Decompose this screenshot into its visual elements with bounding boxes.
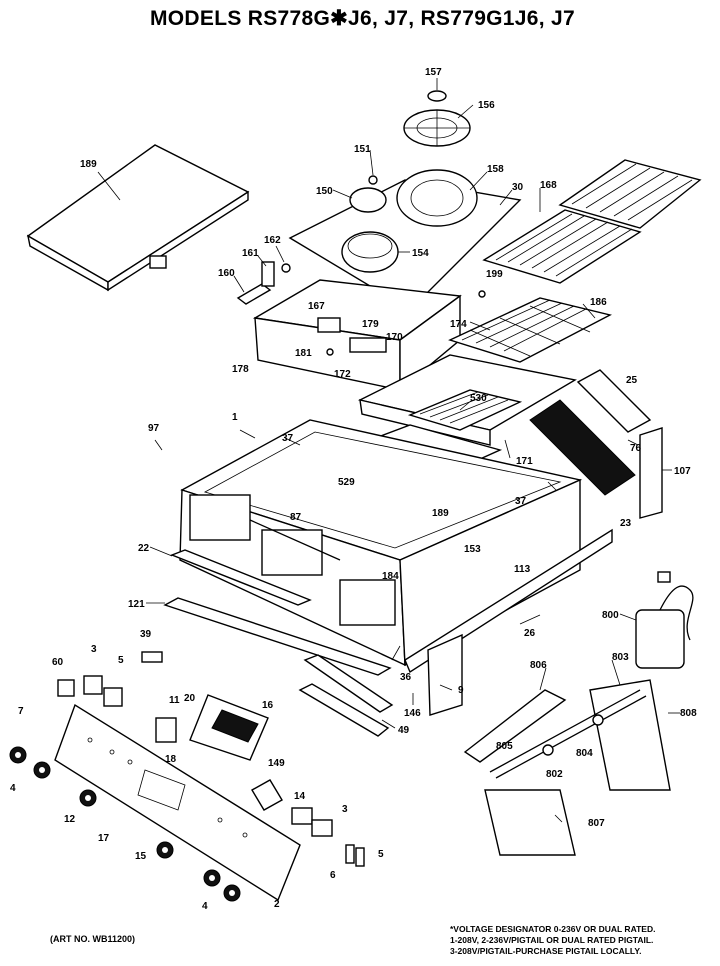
part-label: 7: [18, 706, 24, 717]
part-label: 156: [478, 100, 495, 111]
part-label: 530: [470, 393, 487, 404]
part-label: 4: [10, 783, 16, 794]
part-label: 37: [515, 496, 527, 507]
part-label: 168: [540, 180, 557, 191]
front-rails: [163, 549, 394, 737]
part-label: 60: [52, 657, 64, 668]
part-label: 76: [630, 443, 642, 454]
part-label: 25: [626, 375, 638, 386]
part-label: 39: [140, 629, 152, 640]
part-label: 154: [412, 248, 429, 259]
control-knobs: [9, 746, 241, 902]
part-label: 153: [464, 544, 481, 555]
part-label: 2: [274, 899, 280, 910]
side-panels: [529, 369, 663, 519]
part-label: 87: [290, 512, 302, 523]
part-label: 1: [232, 412, 238, 423]
rotisserie-assembly: [463, 679, 671, 856]
part-label: 3: [342, 804, 348, 815]
part-label: 161: [242, 248, 259, 259]
part-label: 199: [486, 269, 503, 280]
lower-trim: [404, 528, 613, 716]
part-label: 805: [496, 741, 513, 752]
part-label: 162: [264, 235, 281, 246]
part-label: 18: [165, 754, 177, 765]
part-label: 9: [458, 685, 464, 696]
part-label: 113: [514, 564, 531, 575]
range-cabinet: [179, 419, 583, 667]
part-label: 146: [404, 708, 421, 719]
part-label: 22: [138, 543, 150, 554]
part-label: 30: [512, 182, 524, 193]
part-label: 6: [330, 870, 336, 881]
cooktop-plate: [288, 169, 522, 311]
part-label: 26: [524, 628, 536, 639]
part-label: 189: [432, 508, 449, 519]
control-panel: [54, 703, 301, 902]
part-label: 149: [268, 758, 285, 769]
footnote-line: 3-208V/PIGTAIL-PURCHASE PIGTAIL LOCALLY.: [450, 946, 642, 956]
part-label: 97: [148, 423, 160, 434]
part-label: 12: [64, 814, 76, 825]
grate-set: [482, 159, 702, 284]
voltage-footnote: *VOLTAGE DESIGNATOR 0-236V OR DUAL RATED…: [450, 924, 655, 957]
part-label: 804: [576, 748, 593, 759]
part-labels: 157 156 151 158 30 168 189 150 154 161 1…: [10, 67, 697, 912]
part-label: 157: [425, 67, 442, 78]
part-label: 808: [680, 708, 697, 719]
part-label: 179: [362, 319, 379, 330]
part-label: 36: [400, 672, 412, 683]
part-label: 174: [450, 319, 467, 330]
part-label: 189: [80, 159, 97, 170]
part-label: 5: [118, 655, 124, 666]
footnote-line: 1-208V, 2-236V/PIGTAIL OR DUAL RATED PIG…: [450, 935, 654, 945]
burner-cap-assembly: [403, 90, 471, 147]
grill-rack: [448, 290, 612, 363]
part-label: 802: [546, 769, 563, 780]
diagram-title: MODELS RS778G✱J6, J7, RS779G1J6, J7: [150, 7, 575, 30]
brackets: [236, 261, 291, 305]
part-label: 14: [294, 791, 306, 802]
burner-box: [252, 279, 462, 392]
part-label: 158: [487, 164, 504, 175]
part-label: 800: [602, 610, 619, 621]
part-label: 15: [135, 851, 147, 862]
part-label: 11: [169, 695, 180, 706]
part-label: 3: [91, 644, 97, 655]
part-label: 16: [262, 700, 274, 711]
footnote-line: *VOLTAGE DESIGNATOR 0-236V OR DUAL RATED…: [450, 924, 656, 934]
part-label: 160: [218, 268, 235, 279]
part-label: 150: [316, 186, 333, 197]
part-label: 20: [184, 693, 196, 704]
part-label: 171: [516, 456, 533, 467]
switches-and-clock: [57, 651, 365, 867]
part-label: 184: [382, 571, 399, 582]
part-label: 803: [612, 652, 629, 663]
griddle-cover: [26, 144, 250, 292]
part-label: 5: [378, 849, 384, 860]
part-label: 107: [674, 466, 691, 477]
terminal-block: [635, 571, 694, 669]
part-label: 49: [398, 725, 410, 736]
part-label: 121: [128, 599, 145, 610]
part-label: 529: [338, 477, 355, 488]
part-label: 23: [620, 518, 632, 529]
part-label: 170: [386, 332, 403, 343]
part-label: 4: [202, 901, 208, 912]
part-label: 186: [590, 297, 607, 308]
part-label: 807: [588, 818, 605, 829]
part-label: 172: [334, 369, 351, 380]
part-label: 151: [354, 144, 371, 155]
part-label: 178: [232, 364, 249, 375]
part-label: 806: [530, 660, 547, 671]
art-number: (ART NO. WB11200): [50, 934, 136, 944]
part-label: 17: [98, 833, 110, 844]
leader-lines: [97, 78, 680, 823]
part-label: 37: [282, 433, 294, 444]
part-label: 167: [308, 301, 325, 312]
part-label: 181: [295, 348, 312, 359]
